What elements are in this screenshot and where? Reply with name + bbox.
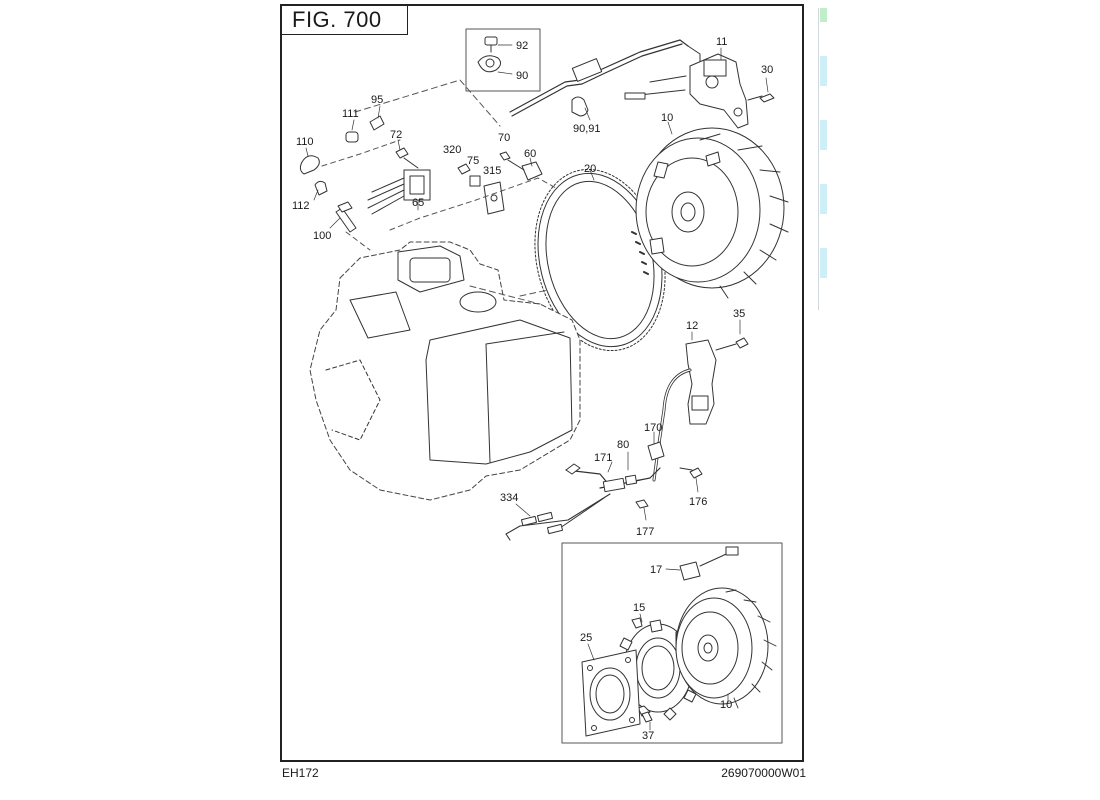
callout-10-bottom: 10 <box>720 699 732 711</box>
strip-cell <box>820 8 827 22</box>
callout-72: 72 <box>390 129 402 141</box>
callout-176: 176 <box>689 496 707 508</box>
document-number: 269070000W01 <box>721 766 806 780</box>
callout-92: 92 <box>516 40 528 52</box>
callout-75: 75 <box>467 155 479 167</box>
callout-177: 177 <box>636 526 654 538</box>
callout-171: 171 <box>594 452 612 464</box>
callout-111: 111 <box>342 108 359 120</box>
model-number: EH172 <box>282 766 319 780</box>
control-cable-assembly <box>509 39 775 129</box>
strip-cell <box>820 248 827 278</box>
thumbnail-strip <box>818 8 827 310</box>
figure-title: FIG. 700 <box>282 5 408 35</box>
callout-35: 35 <box>733 308 745 320</box>
callout-60: 60 <box>524 148 536 160</box>
callout-170: 170 <box>644 422 662 434</box>
callout-17: 17 <box>650 564 662 576</box>
inset-box-92-90 <box>465 28 541 92</box>
strip-cell <box>820 120 827 150</box>
callout-25: 25 <box>580 632 592 644</box>
callout-10-top: 10 <box>661 112 673 124</box>
callout-11: 11 <box>716 36 727 48</box>
callout-95: 95 <box>371 94 383 106</box>
callout-30: 30 <box>761 64 773 76</box>
callout-70: 70 <box>498 132 510 144</box>
callout-65: 65 <box>412 197 424 209</box>
callout-80: 80 <box>617 439 629 451</box>
small-parts-cluster <box>299 105 557 251</box>
ignition-coil-12 <box>652 319 749 482</box>
inset-box-alternator <box>561 542 783 744</box>
callout-112: 112 <box>292 200 310 212</box>
strip-cell <box>820 56 827 86</box>
flywheel-10-top <box>635 121 789 299</box>
callout-labels: 92 90 90,91 11 30 111 95 110 72 320 75 7… <box>292 36 773 742</box>
callout-315: 315 <box>483 165 501 177</box>
engine-block <box>309 241 581 501</box>
callout-90-91: 90,91 <box>573 123 601 135</box>
callout-334: 334 <box>500 492 518 504</box>
callout-12: 12 <box>686 320 698 332</box>
callout-90: 90 <box>516 70 528 82</box>
callout-20: 20 <box>584 163 596 175</box>
callout-110: 110 <box>296 136 314 148</box>
callout-37: 37 <box>642 730 654 742</box>
strip-cell <box>820 184 827 214</box>
callout-320: 320 <box>443 144 461 156</box>
wire-harness <box>505 431 703 541</box>
callout-100: 100 <box>313 230 331 242</box>
callout-15: 15 <box>633 602 645 614</box>
